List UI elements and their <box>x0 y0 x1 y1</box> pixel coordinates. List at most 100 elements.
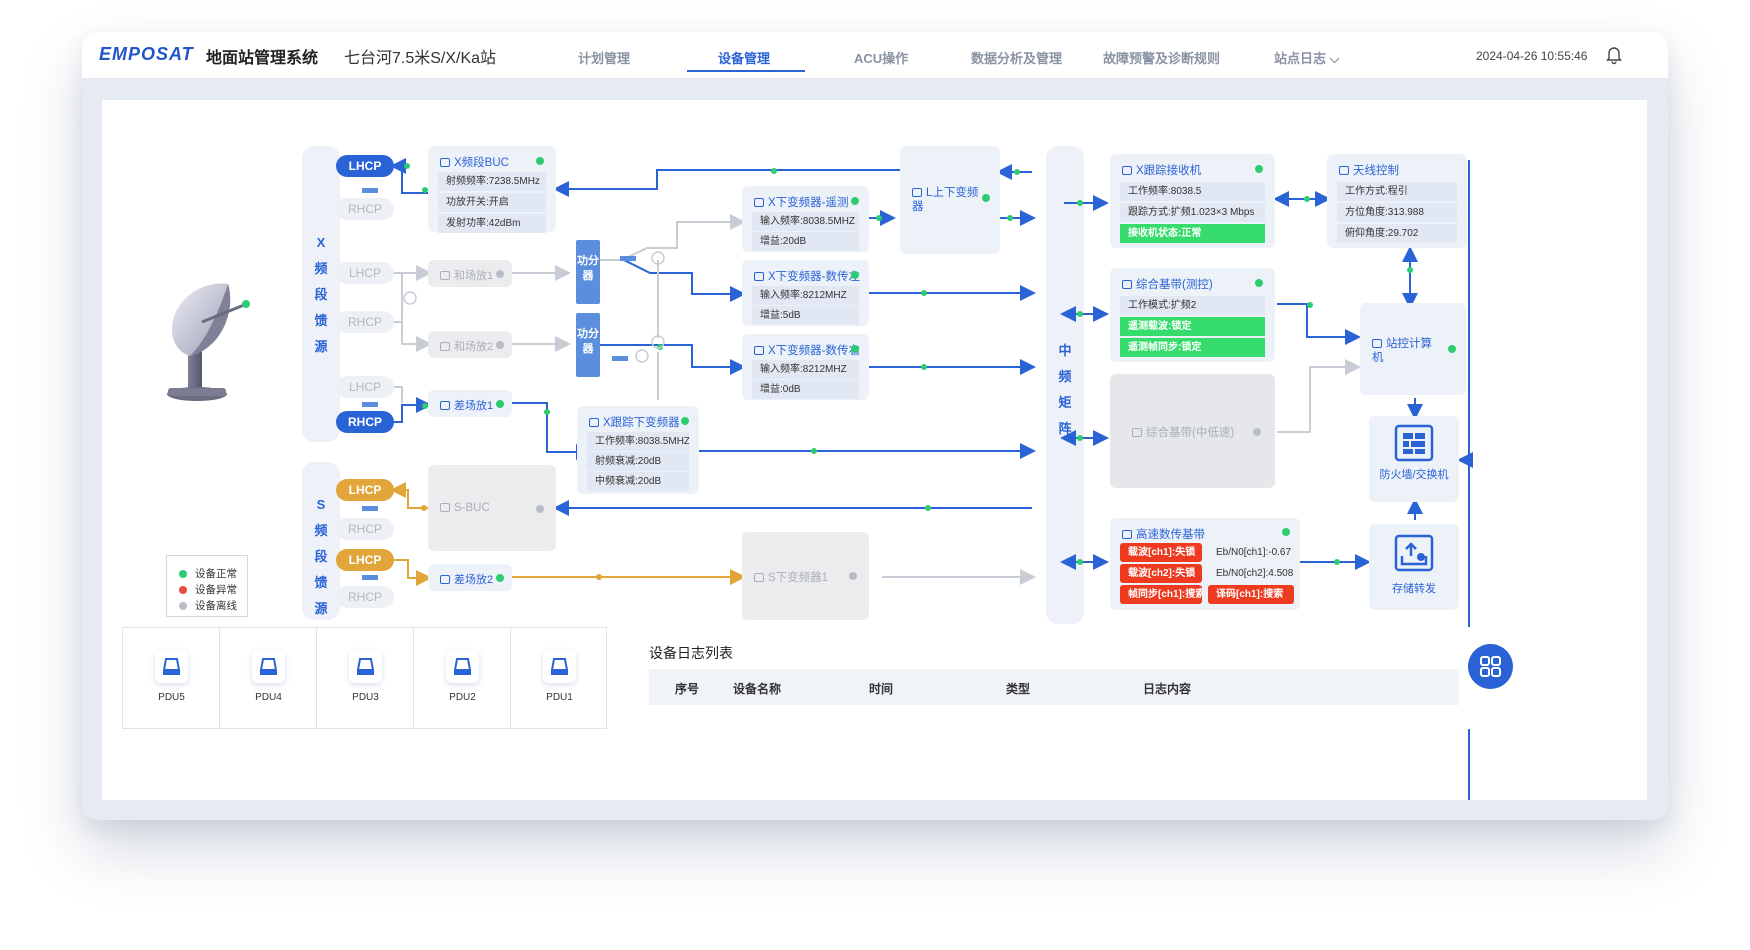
amplifier-icon <box>440 271 450 280</box>
telemetry-carrier: 遥测载波:锁定 <box>1120 317 1265 336</box>
if-matrix-bar <box>1046 146 1084 624</box>
power-splitter-1[interactable]: 功分器 <box>576 240 600 304</box>
sum-amp-1-node[interactable]: 和场放1 <box>428 260 512 287</box>
baseband-tc-node[interactable]: 综合基带(测控) 工作模式:扩频2 遥测载波:锁定 遥测帧同步:锁定 <box>1110 268 1275 362</box>
rf-attenuation: 射频衰减:20dB <box>587 452 689 471</box>
apps-grid-button[interactable] <box>1468 644 1513 689</box>
frame-sync-ch1-status: 帧同步[ch1]:搜索 <box>1120 585 1202 604</box>
computer-icon <box>1372 339 1382 348</box>
station-name[interactable]: 七台河7.5米S/X/Ka站 <box>344 50 497 67</box>
carrier-ch2-status: 载波[ch2]:失锁 <box>1120 564 1202 583</box>
x-lhcp-2-badge[interactable]: LHCP <box>336 262 394 284</box>
amplifier-icon <box>440 401 450 410</box>
input-frequency: 输入频率:8212MHZ <box>752 286 859 305</box>
status-dot <box>536 505 544 513</box>
baseband-icon <box>1132 428 1142 437</box>
legend-offline: 设备离线 <box>179 598 247 614</box>
pdu-icon <box>446 650 479 683</box>
antenna-icon <box>1339 166 1349 175</box>
pdu-card[interactable]: PDU3 <box>317 628 414 728</box>
s-rhcp-2-badge[interactable]: RHCP <box>336 586 394 608</box>
nav-data-analysis[interactable]: 数据分析及管理 <box>971 51 1063 66</box>
emposat-logo: EMPOSAT <box>99 44 194 64</box>
x-downconverter-data-right-node[interactable]: X下变频器-数传右 输入频率:8212MHZ 增益:0dB <box>742 334 869 400</box>
storage-forward-node[interactable]: 存储转发 <box>1369 524 1459 610</box>
app-window: EMPOSAT 地面站管理系统 七台河7.5米S/X/Ka站 计划管理 设备管理… <box>82 32 1668 820</box>
col-type[interactable]: 类型 <box>1006 682 1031 696</box>
sum-amp-2-node[interactable]: 和场放2 <box>428 331 512 358</box>
status-dot <box>536 157 544 165</box>
col-log-content[interactable]: 日志内容 <box>1143 682 1192 696</box>
nav-fault-warning[interactable]: 故障预警及诊断规则 <box>1103 51 1221 66</box>
status-legend: 设备正常 设备异常 设备离线 <box>166 555 248 617</box>
station-control-computer-node[interactable]: 站控计算机 <box>1360 303 1466 395</box>
status-dot <box>1253 428 1261 436</box>
x-lhcp-1-badge[interactable]: LHCP <box>336 155 394 177</box>
work-frequency: 工作频率:8038.5MHZ <box>587 432 689 451</box>
input-frequency: 输入频率:8212MHZ <box>752 360 859 379</box>
highspeed-baseband-node[interactable]: 高速数传基带 载波[ch1]:失锁 Eb/N0[ch1]:-0.67 载波[ch… <box>1110 518 1300 610</box>
firewall-switch-node[interactable]: 防火墙/交换机 <box>1369 416 1459 502</box>
if-attenuation: 中频衰减:20dB <box>587 472 689 491</box>
power-splitter-2[interactable]: 功分器 <box>576 313 600 377</box>
status-dot <box>851 197 859 205</box>
x-buc-rf-frequency: 射频频率:7238.5MHz <box>438 172 546 191</box>
x-lhcp-3-badge[interactable]: LHCP <box>336 376 394 398</box>
status-dot <box>496 400 504 408</box>
carrier-ch1-status: 载波[ch1]:失锁 <box>1120 543 1202 562</box>
x-downconverter-telemetry-node[interactable]: X下变频器-遥测 输入频率:8038.5MHZ 增益:20dB <box>742 186 869 252</box>
baseband-lowspeed-node[interactable]: 综合基带(中低速) <box>1110 374 1275 488</box>
diff-amp-1-node[interactable]: 差场放1 <box>428 390 512 417</box>
nav-device-management[interactable]: 设备管理 <box>718 51 771 66</box>
x-rhcp-3-badge[interactable]: RHCP <box>336 411 394 433</box>
nav-plan-management[interactable]: 计划管理 <box>578 51 631 66</box>
nav-acu-operation[interactable]: ACU操作 <box>854 51 909 66</box>
diff-amp-2-node[interactable]: 差场放2 <box>428 564 512 591</box>
pdu-card[interactable]: PDU4 <box>220 628 317 728</box>
col-index[interactable]: 序号 <box>675 682 700 696</box>
bell-icon[interactable] <box>1603 43 1625 65</box>
decode-ch1-status: 译码[ch1]:搜索 <box>1208 585 1294 604</box>
status-dot <box>982 194 990 202</box>
work-frequency: 工作频率:8038.5 <box>1120 182 1265 201</box>
pdu-icon <box>543 650 576 683</box>
log-panel-title: 设备日志列表 <box>649 645 733 661</box>
amplifier-icon <box>440 575 450 584</box>
pdu-card[interactable]: PDU5 <box>123 628 220 728</box>
top-navigation-bar: EMPOSAT 地面站管理系统 七台河7.5米S/X/Ka站 计划管理 设备管理… <box>82 32 1668 79</box>
status-dot <box>1282 528 1290 536</box>
receiver-icon <box>1122 166 1132 175</box>
antenna-control-node[interactable]: 天线控制 工作方式:程引 方位角度:313.988 俯仰角度:29.702 <box>1327 154 1467 248</box>
col-time[interactable]: 时间 <box>869 682 894 696</box>
pdu-label: PDU3 <box>352 692 379 703</box>
x-downconverter-data-left-node[interactable]: X下变频器-数传左 输入频率:8212MHZ 增益:5dB <box>742 260 869 326</box>
azimuth: 方位角度:313.988 <box>1337 203 1457 222</box>
status-dot <box>1255 279 1263 287</box>
pdu-card[interactable]: PDU1 <box>511 628 608 728</box>
x-tracking-receiver-node[interactable]: X跟踪接收机 工作频率:8038.5 跟踪方式:扩频1.023×3 Mbps 接… <box>1110 154 1275 248</box>
x-rhcp-2-badge[interactable]: RHCP <box>336 311 394 333</box>
s-rhcp-1-badge[interactable]: RHCP <box>336 518 394 540</box>
col-device-name[interactable]: 设备名称 <box>733 682 782 696</box>
device-topology-canvas: X频段馈源 S频段馈源 中频矩阵 <box>102 100 1647 800</box>
device-icon <box>440 503 450 512</box>
x-band-buc-node[interactable]: X频段BUC 射频频率:7238.5MHz 功放开关:开启 发射功率:42dBm <box>428 146 556 233</box>
status-dot <box>681 417 689 425</box>
s-lhcp-2-badge[interactable]: LHCP <box>336 549 394 571</box>
status-dot <box>1255 165 1263 173</box>
pdu-label: PDU2 <box>449 692 476 703</box>
x-tracking-downconverter-node[interactable]: X跟踪下变频器 工作频率:8038.5MHZ 射频衰减:20dB 中频衰减:20… <box>577 406 699 494</box>
pdu-card[interactable]: PDU2 <box>414 628 511 728</box>
pdu-icon <box>349 650 382 683</box>
status-dot <box>496 270 504 278</box>
ebno-ch2: Eb/N0[ch2]:4.508 <box>1208 564 1294 583</box>
satellite-dish-icon[interactable] <box>162 270 262 410</box>
l-updown-converter-node[interactable]: L上下变频器 <box>900 146 1000 254</box>
x-rhcp-1-badge[interactable]: RHCP <box>336 198 394 220</box>
s-lhcp-1-badge[interactable]: LHCP <box>336 479 394 501</box>
pdu-label: PDU5 <box>158 692 185 703</box>
s-downconverter-1-node[interactable]: S下变频器1 <box>742 532 869 620</box>
pdu-label: PDU1 <box>546 692 573 703</box>
s-buc-node[interactable]: S-BUC <box>428 465 556 551</box>
nav-station-log[interactable]: 站点日志 ⌵ <box>1274 51 1340 66</box>
